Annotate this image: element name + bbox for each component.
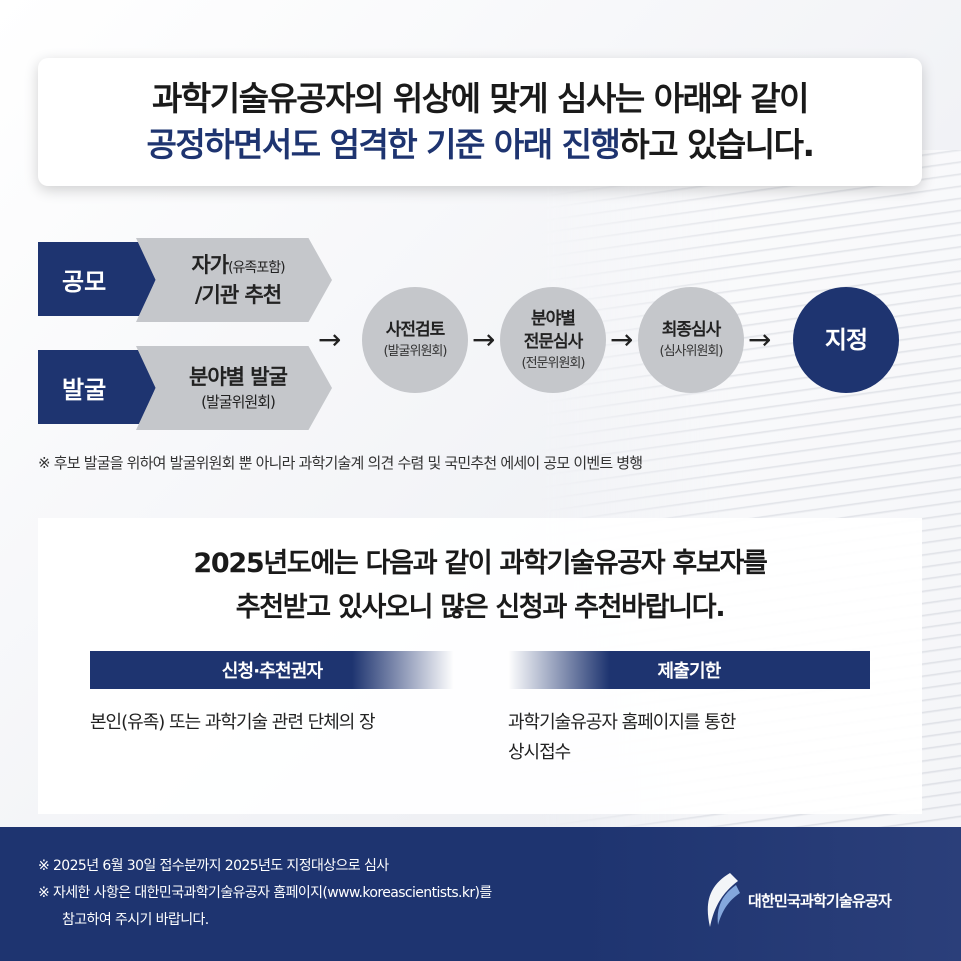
headline-line-2-rest: 하고 있습니다.: [619, 125, 815, 164]
tag-recruit: 공모: [38, 242, 156, 316]
step-final-review-main: 최종심사: [661, 320, 722, 340]
recruit-paren: (유족포함): [228, 259, 285, 276]
step-expert-review-sub: (전문위원회): [521, 355, 586, 371]
applicant-body: 본인(유족) 또는 과학기술 관련 단체의 장: [90, 712, 376, 733]
headline-box: 과학기술유공자의 위상에 맞게 심사는 아래와 같이 공정하면서도 엄격한 기준…: [38, 58, 922, 186]
arrow-right-icon: →: [318, 323, 342, 356]
info-title: 2025년도에는 다음과 같이 과학기술유공자 후보자를 추천받고 있사오니 많…: [38, 542, 922, 630]
deadline-header: 제출기한: [508, 651, 870, 689]
discover-main: 분야별 발굴: [189, 364, 288, 389]
process-note: ※ 후보 발굴을 위하여 발굴위원회 뿐 아니라 과학기술계 의견 수렴 및 국…: [38, 454, 643, 472]
deadline-body: 과학기술유공자 홈페이지를 통한 상시접수: [508, 708, 868, 768]
recruit-box: 자가(유족포함) /기관 추천: [136, 238, 332, 322]
footer-note-1: ※ 2025년 6월 30일 접수분까지 2025년도 지정대상으로 심사: [38, 858, 389, 874]
info-card: 2025년도에는 다음과 같이 과학기술유공자 후보자를 추천받고 있사오니 많…: [38, 518, 922, 814]
step-pre-review: 사전검토 (발굴위원회): [362, 287, 468, 393]
logo-mark-icon: [707, 873, 740, 927]
deadline-body-line-1: 과학기술유공자 홈페이지를 통한: [508, 712, 736, 733]
discover-sub: (발굴위원회): [201, 392, 276, 411]
footer-notes: ※ 2025년 6월 30일 접수분까지 2025년도 지정대상으로 심사 ※ …: [38, 853, 492, 934]
arrow-right-icon: →: [472, 323, 496, 356]
headline-line-2: 공정하면서도 엄격한 기준 아래 진행하고 있습니다.: [146, 122, 815, 168]
step-designation: 지정: [793, 287, 899, 393]
recruit-main: 자가: [191, 252, 229, 277]
step-expert-review-main2: 전문심사: [523, 331, 584, 352]
organization-logo: 대한민국과학기술유공자: [700, 871, 892, 929]
footer-note-2: ※ 자세한 사항은 대한민국과학기술유공자 홈페이지(www.koreascie…: [38, 885, 492, 901]
step-final-review-sub: (심사위원회): [659, 344, 724, 359]
logo-text: 대한민국과학기술유공자: [748, 891, 892, 910]
step-pre-review-main: 사전검토: [385, 320, 446, 340]
arrow-right-icon: →: [610, 323, 634, 356]
headline-line-1: 과학기술유공자의 위상에 맞게 심사는 아래와 같이: [151, 79, 810, 118]
step-final-review: 최종심사 (심사위원회): [638, 287, 744, 393]
deadline-body-line-2: 상시접수: [508, 742, 571, 763]
recruit-line2: /기관 추천: [194, 282, 282, 307]
step-expert-review-main1: 분야별: [531, 308, 576, 329]
recruit-main-line: 자가(유족포함): [191, 252, 285, 282]
discover-box: 분야별 발굴 (발굴위원회): [136, 346, 332, 430]
footer: ※ 2025년 6월 30일 접수분까지 2025년도 지정대상으로 심사 ※ …: [0, 827, 961, 961]
arrow-right-icon: →: [748, 323, 772, 356]
info-title-line-2: 추천받고 있사오니 많은 신청과 추천바랍니다.: [235, 592, 726, 623]
tag-discover: 발굴: [38, 350, 156, 424]
step-designation-label: 지정: [824, 325, 868, 354]
step-pre-review-sub: (발굴위원회): [383, 344, 448, 359]
step-expert-review: 분야별 전문심사 (전문위원회): [500, 287, 606, 393]
info-title-line-1: 2025년도에는 다음과 같이 과학기술유공자 후보자를: [193, 548, 767, 579]
headline-highlight: 공정하면서도 엄격한 기준 아래 진행: [146, 125, 620, 164]
applicant-header: 신청·추천권자: [90, 651, 454, 689]
footer-note-3: 참고하여 주시기 바랍니다.: [62, 912, 209, 928]
